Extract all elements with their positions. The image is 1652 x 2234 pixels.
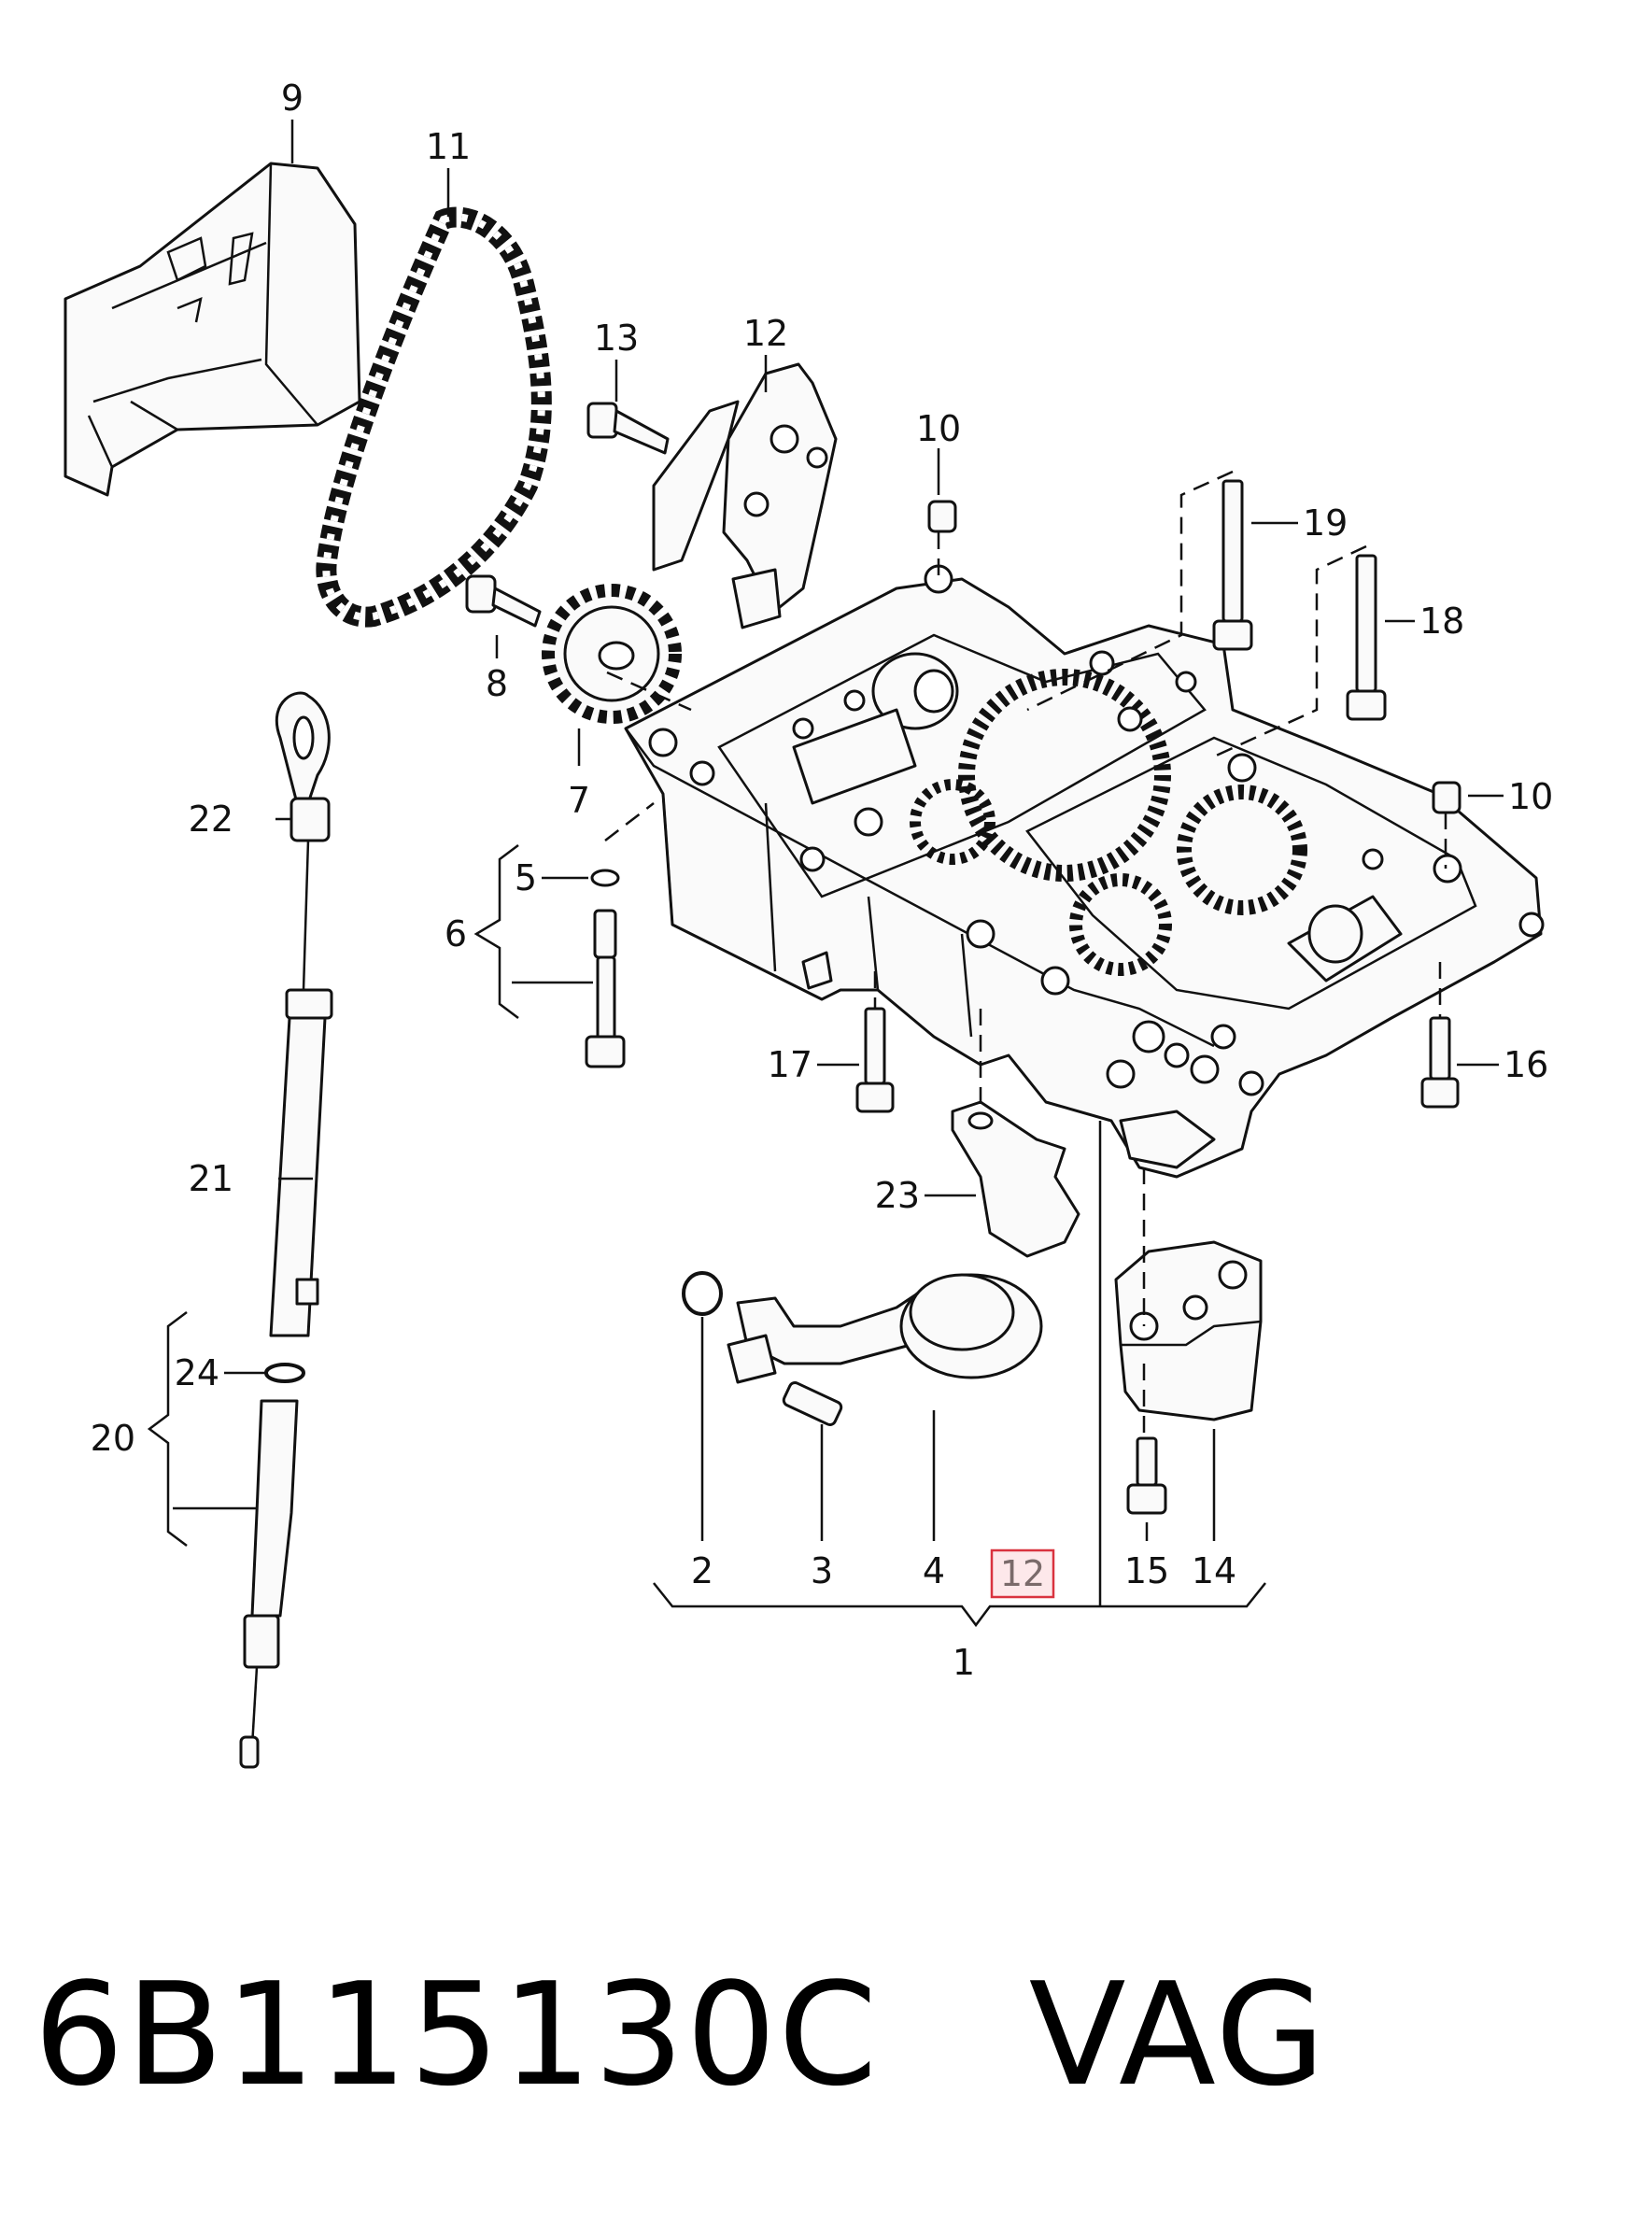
part-5-o-ring (590, 869, 620, 887)
callout-4: 4 (923, 1550, 945, 1591)
part-15-bolt (1126, 1436, 1167, 1515)
part-12-chain-tensioner (652, 362, 838, 629)
callout-20: 20 (91, 1418, 135, 1459)
part-16-bolt (1420, 1016, 1460, 1109)
part-20-guide-tube-lower (239, 1399, 299, 1769)
callout-15: 15 (1124, 1550, 1169, 1591)
part-number: 6B115130C (34, 1952, 880, 2117)
callout-17: 17 (768, 1044, 812, 1085)
callout-2: 2 (691, 1550, 713, 1591)
part-18-bolt (1346, 554, 1387, 721)
part-1-oil-pump-housing (624, 564, 1545, 1179)
callout-21: 21 (189, 1158, 233, 1199)
callout-5: 5 (515, 857, 537, 898)
part-9-chain-cover (64, 162, 361, 497)
part-24-o-ring (264, 1363, 305, 1383)
callout-19: 19 (1303, 502, 1348, 544)
callout-3: 3 (811, 1550, 833, 1591)
callout-11: 11 (426, 126, 471, 167)
part-14-pump-cover (1114, 1240, 1263, 1421)
callout-14: 14 (1192, 1550, 1236, 1591)
callout-6: 6 (445, 913, 467, 954)
part-2-o-ring (682, 1271, 723, 1316)
part-17-bolt (855, 1007, 895, 1113)
part-8-bolt (465, 574, 542, 628)
callout-16: 16 (1504, 1044, 1548, 1085)
highlight-box[interactable] (990, 1548, 1055, 1599)
brand-name: VAG (1028, 1952, 1328, 2117)
part-number-footer: 6B115130C VAG (34, 1952, 1327, 2117)
callout-10b: 10 (1508, 776, 1553, 817)
part-6-bolt-assembly (585, 909, 626, 1068)
part-19-bolt (1212, 479, 1253, 651)
callout-22: 22 (189, 799, 233, 840)
leader-lines (147, 120, 1504, 1628)
part-22-dipstick (275, 691, 333, 1020)
callouts: 9 11 13 12 10 19 18 10 8 7 5 6 17 16 23 … (91, 78, 1554, 1683)
callout-24: 24 (175, 1352, 219, 1393)
callout-13: 13 (594, 318, 639, 359)
callout-9: 9 (281, 78, 304, 119)
callout-10a: 10 (916, 408, 961, 449)
part-4-oil-pickup (727, 1273, 1043, 1384)
part-3-bolt (782, 1381, 843, 1426)
part-7-sprocket (542, 584, 682, 724)
callout-7: 7 (568, 780, 590, 821)
part-23-baffle (951, 1100, 1080, 1258)
part-10b-dowel-sleeve (1432, 781, 1461, 814)
callout-8: 8 (486, 663, 508, 704)
part-21-guide-tube (269, 1016, 327, 1337)
callout-1: 1 (953, 1642, 975, 1683)
callout-18: 18 (1419, 601, 1464, 642)
part-13-bolt (586, 402, 670, 455)
part-11-timing-chain (316, 206, 552, 628)
callout-23: 23 (875, 1175, 920, 1216)
callout-12: 12 (743, 313, 788, 354)
part-10a-dowel-sleeve (927, 500, 957, 533)
callout-12-highlighted[interactable]: 12 (1000, 1553, 1045, 1594)
